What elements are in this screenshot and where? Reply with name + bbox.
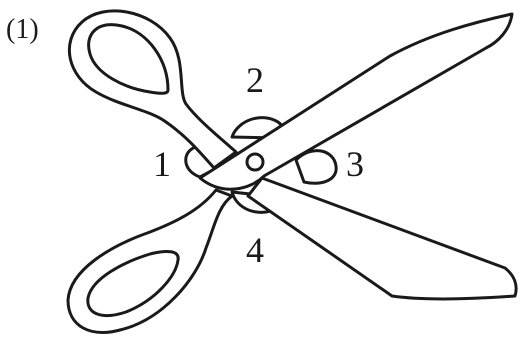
angle-label-2: 2	[246, 60, 264, 100]
scissors-handle-lower-left	[68, 190, 232, 332]
angle-label-3: 3	[346, 144, 364, 184]
pivot-screw	[247, 154, 263, 170]
figure-number-label: (1)	[6, 14, 39, 45]
angle-label-4: 4	[246, 230, 264, 270]
scissors-blade-lower-right	[248, 178, 516, 299]
angle-label-1: 1	[153, 144, 171, 184]
